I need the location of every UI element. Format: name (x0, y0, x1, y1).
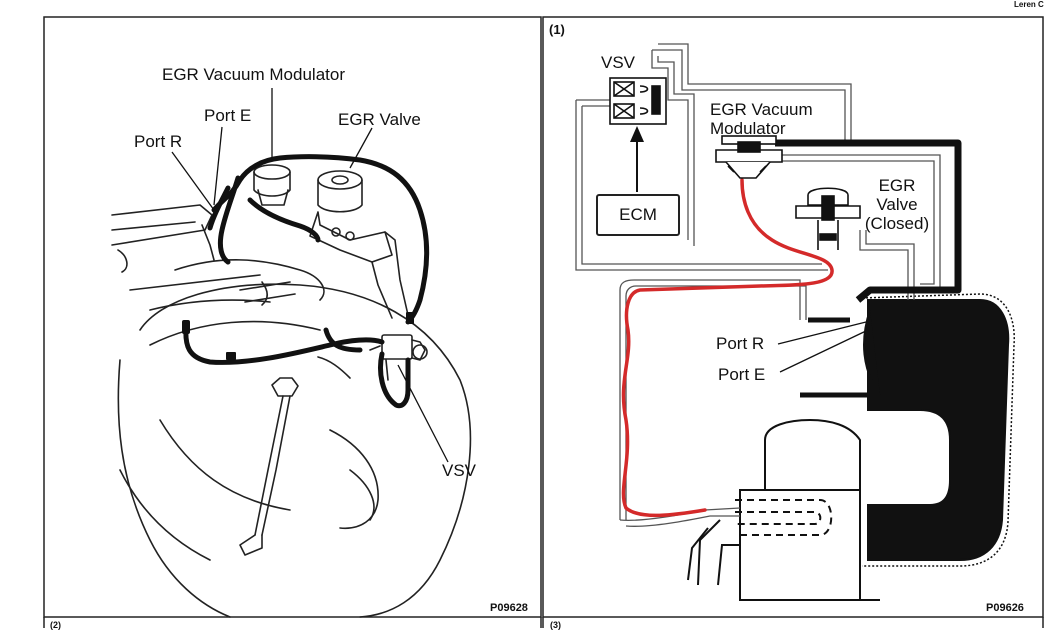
label-port-r-left: Port R (134, 132, 183, 151)
label-port-r-right: Port R (716, 334, 765, 353)
engine-block (687, 418, 880, 601)
leader-lines-left (171, 88, 449, 463)
intake-manifold (800, 293, 1015, 567)
corner-label: Leren C (1014, 0, 1044, 9)
panel-number-2: (2) (50, 620, 61, 630)
egr-black-line (775, 139, 962, 303)
label-ecm: ECM (619, 205, 657, 224)
figure-code-left: P09628 (490, 602, 528, 614)
panel-number-3: (3) (550, 620, 561, 630)
label-vsv-left: VSV (442, 461, 477, 480)
panel-frames (43, 16, 1044, 628)
hose-fittings-left (182, 312, 414, 360)
label-egr-valve-left: EGR Valve (338, 110, 421, 129)
label-vsv-right: VSV (601, 53, 636, 72)
vacuum-hoses-left (183, 154, 430, 409)
engine-illustration (111, 164, 472, 618)
label-egr-valve-line1: EGR (878, 176, 916, 195)
label-egr-vacuum-modulator-left: EGR Vacuum Modulator (162, 65, 345, 84)
ecm-signal-arrow (630, 126, 644, 192)
vsv-schematic (609, 77, 667, 125)
vacuum-lines-right (575, 43, 941, 527)
label-egr-valve-closed: EGR Valve (Closed) (862, 176, 932, 233)
label-egr-vacuum-modulator-line2: Modulator (710, 119, 786, 138)
red-vacuum-path (621, 178, 834, 518)
label-egr-vacuum-modulator-line1: EGR Vacuum (710, 100, 813, 119)
label-port-e-right: Port E (718, 365, 766, 384)
leader-lines-right (777, 321, 869, 373)
figure-code-right: P09626 (986, 602, 1024, 614)
egr-vacuum-modulator (715, 135, 783, 179)
egr-valve-schematic (795, 187, 861, 250)
panel-number-1: (1) (549, 22, 565, 37)
ecm-box: ECM (596, 194, 680, 236)
label-egr-valve-line2: Valve (876, 195, 918, 214)
label-egr-valve-line3: (Closed) (864, 214, 930, 233)
label-port-e-left: Port E (204, 106, 252, 125)
